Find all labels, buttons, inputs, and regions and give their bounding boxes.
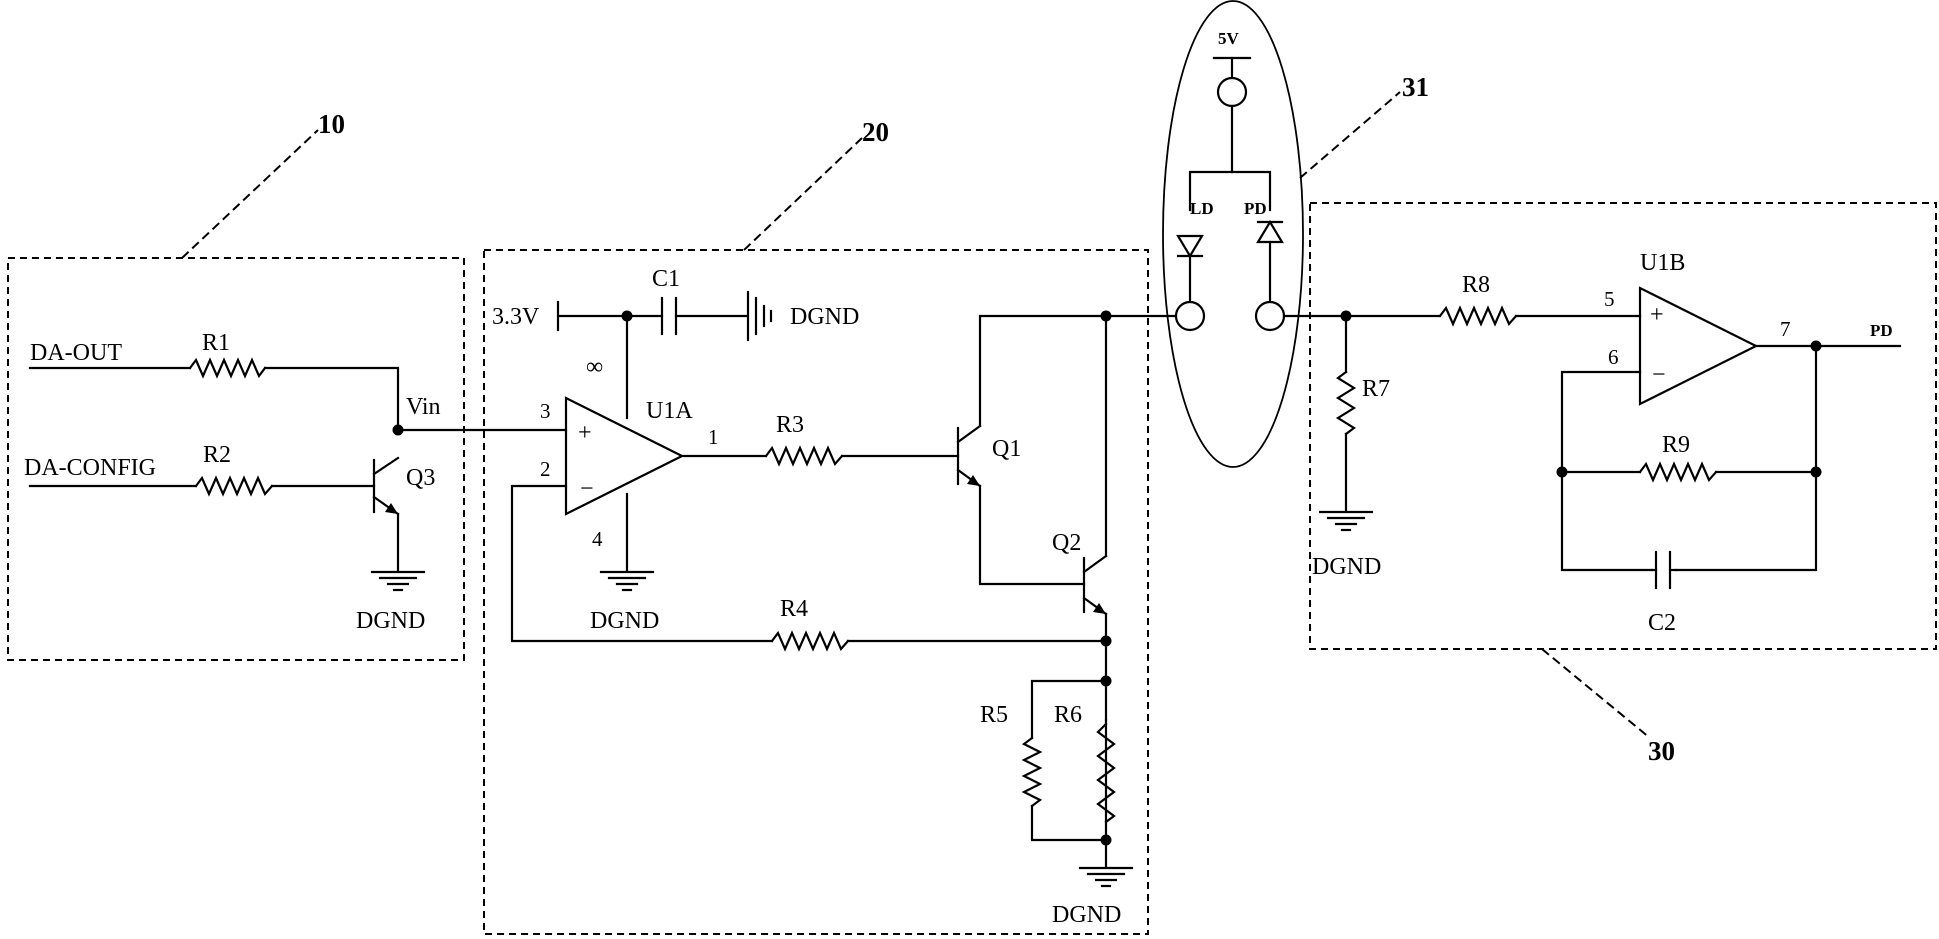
c1-label: C1 [652, 266, 680, 292]
block-20-label: 20 [862, 117, 889, 147]
u1a-pin4: 4 [592, 527, 603, 551]
resistor-r3 [766, 448, 842, 464]
vcc-3v3-label: 3.3V [492, 304, 540, 330]
dgnd-label-u1a: DGND [590, 608, 659, 634]
photodiode-pd [1258, 222, 1282, 242]
terminal-ld [1176, 302, 1204, 330]
u1b-pin7: 7 [1780, 317, 1791, 341]
block-20-leader [744, 138, 862, 250]
u1b-label: U1B [1640, 250, 1685, 276]
terminal-pd [1256, 302, 1284, 330]
r3-label: R3 [776, 412, 804, 438]
laser-diode-ld [1178, 236, 1202, 256]
r8-label: R8 [1462, 272, 1490, 298]
resistor-r8 [1440, 308, 1516, 324]
5v-label: 5V [1218, 29, 1240, 48]
r5-label: R5 [980, 702, 1008, 728]
u1a-pin2: 2 [540, 457, 551, 481]
r7-label: R7 [1362, 376, 1390, 402]
r6-label: R6 [1054, 702, 1082, 728]
c2-label: C2 [1648, 610, 1676, 636]
block-31-leader [1300, 92, 1400, 178]
u1b-minus: − [1652, 362, 1666, 388]
block-10-label: 10 [318, 109, 345, 139]
block-30-leader [1542, 649, 1650, 738]
u1a-plus: + [578, 420, 592, 446]
u1b-pin6: 6 [1608, 345, 1619, 369]
r1-label: R1 [202, 330, 230, 356]
u1a-minus: − [580, 476, 594, 502]
dgnd-label-q3: DGND [356, 608, 425, 634]
ground-symbol-r7 [1320, 512, 1372, 530]
resistor-r7 [1338, 372, 1354, 434]
block-31-label: 31 [1402, 72, 1429, 102]
block-30-label: 30 [1648, 736, 1675, 766]
block-10-leader [182, 130, 318, 258]
resistor-r9 [1640, 464, 1716, 480]
battery-ground-symbol [748, 292, 771, 340]
dgnd-label-r7: DGND [1312, 554, 1381, 580]
resistor-r1 [190, 360, 265, 376]
u1a-pin1: 1 [708, 425, 719, 449]
ground-symbol-r6 [1080, 868, 1132, 886]
pd-diode-label: PD [1244, 199, 1267, 218]
ground-symbol-q3 [372, 572, 424, 590]
ground-symbol-u1a [601, 572, 653, 590]
capacitor-c2 [1656, 552, 1670, 588]
pd-output-label: PD [1870, 321, 1893, 340]
u1b-plus: + [1650, 302, 1664, 328]
resistor-r2 [196, 478, 272, 494]
da-config-label: DA-CONFIG [24, 455, 156, 481]
transistor-q1 [958, 426, 980, 486]
u1a-pin8-label: ∞ [586, 354, 603, 380]
resistor-r5 [1024, 738, 1040, 806]
r2-label: R2 [203, 442, 231, 468]
q1-label: Q1 [992, 436, 1021, 462]
r4-label: R4 [780, 596, 808, 622]
block-30-outline [1310, 203, 1936, 649]
u1b-pin5: 5 [1604, 287, 1615, 311]
dgnd-label-r6: DGND [1052, 902, 1121, 928]
u1a-label: U1A [646, 398, 693, 424]
u1a-pin3: 3 [540, 399, 551, 423]
vin-label: Vin [406, 394, 441, 420]
q3-label: Q3 [406, 465, 435, 491]
transistor-q2 [1084, 556, 1106, 614]
resistor-r4 [772, 633, 848, 649]
transistor-q3 [374, 458, 398, 514]
ld-label: LD [1190, 199, 1214, 218]
da-out-label: DA-OUT [30, 340, 122, 366]
terminal-5v [1218, 78, 1246, 106]
q2-label: Q2 [1052, 530, 1081, 556]
r9-label: R9 [1662, 432, 1690, 458]
capacitor-c1 [662, 298, 676, 334]
block-20-outline [484, 250, 1148, 934]
dgnd-label-c1: DGND [790, 304, 859, 330]
